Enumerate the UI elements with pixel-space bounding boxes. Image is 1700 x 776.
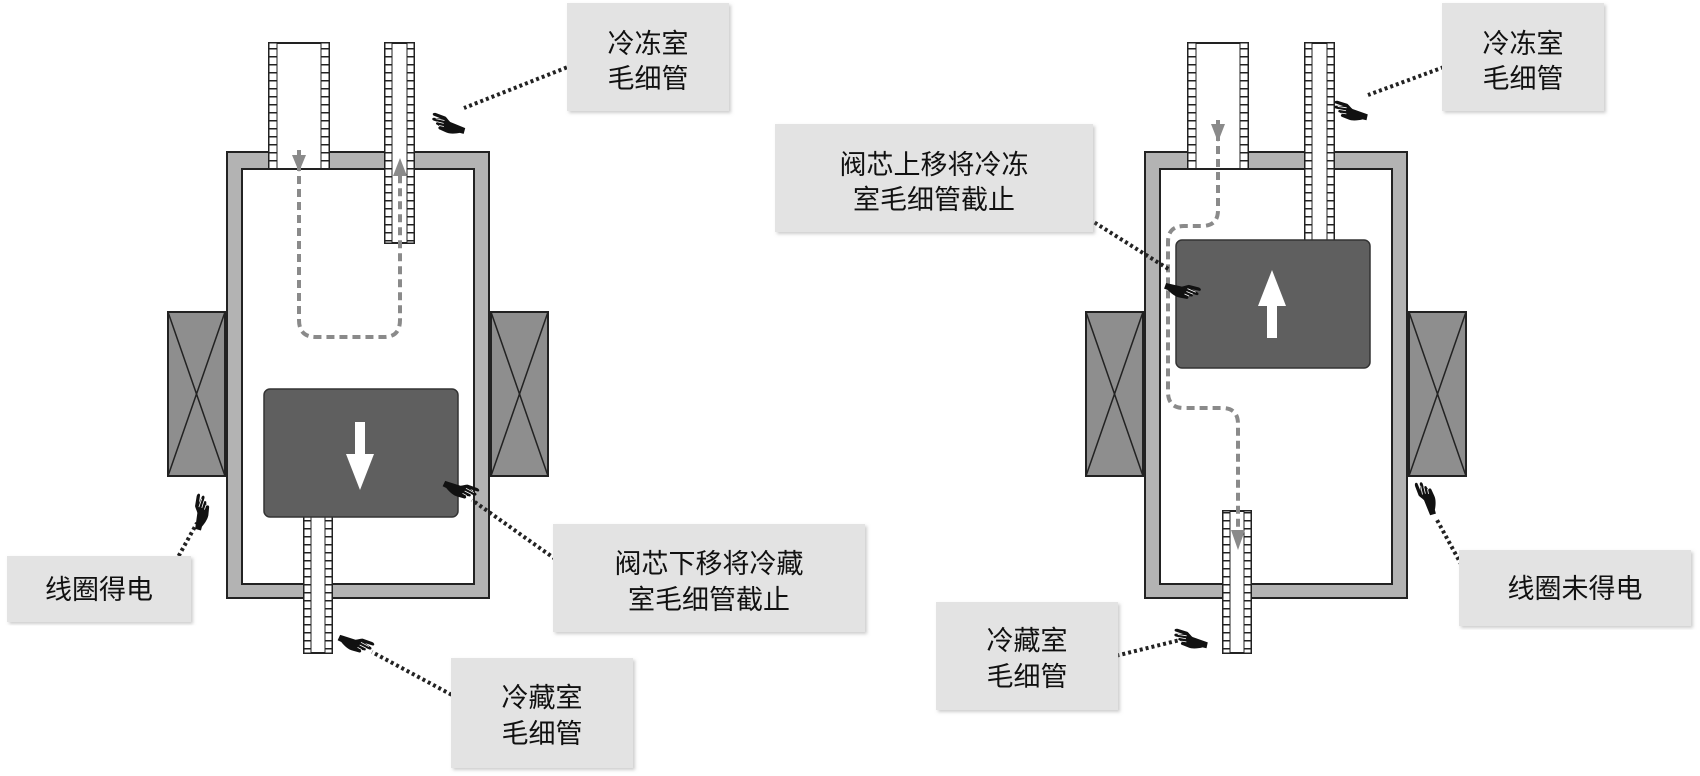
coil-cross-icon (490, 311, 549, 477)
label-line-2: 室毛细管截止 (628, 585, 790, 616)
label-line-1: 线圈未得电 (1508, 574, 1643, 605)
arrow-up-icon (1258, 270, 1286, 338)
valve-chamber (241, 168, 475, 585)
label-fridge-capillary: 冷藏室 毛细管 (451, 658, 633, 768)
label-core-action: 阀芯上移将冷冻 室毛细管截止 (775, 124, 1093, 232)
flow-arrow-down (292, 155, 306, 172)
diagram-de-energized: 冷冻室 毛细管 阀芯上移将冷冻 室毛细管截止 线圈未得电 冷藏室 毛细管 (775, 3, 1691, 710)
label-coil-status: 线圈得电 (7, 556, 191, 622)
coil-cross-icon (1085, 311, 1144, 477)
label-freezer-capillary: 冷冻室 毛细管 (567, 3, 729, 111)
pointing-hand-icon (335, 628, 376, 659)
label-line-2: 室毛细管截止 (853, 185, 1015, 216)
label-line-2: 毛细管 (608, 64, 689, 95)
inlet-tube (268, 42, 330, 170)
label-line-1: 阀芯上移将冷冻 (840, 150, 1029, 181)
flow-arrow-down (1211, 124, 1225, 142)
leader-freezer (428, 57, 584, 138)
coil-cross-icon (167, 311, 226, 477)
label-line-1: 阀芯下移将冷藏 (615, 549, 804, 580)
freezer-capillary-tube (384, 42, 415, 244)
pointing-hand-icon (1413, 478, 1440, 518)
label-freezer-capillary: 冷冻室 毛细管 (1442, 3, 1604, 111)
coil-left (1085, 311, 1144, 477)
label-line-2: 毛细管 (502, 719, 583, 750)
leader-freezer (1331, 57, 1461, 124)
flow-path (1166, 120, 1240, 540)
label-coil-status: 线圈未得电 (1459, 550, 1691, 626)
freezer-capillary-tube (1304, 42, 1335, 244)
label-line-2: 毛细管 (1483, 64, 1564, 95)
fridge-capillary-tube (303, 514, 333, 654)
pointing-hand-icon (428, 111, 468, 138)
label-line-1: 冷冻室 (608, 29, 689, 60)
label-line-1: 线圈得电 (45, 575, 153, 606)
arrow-down-icon (346, 422, 374, 490)
valve-chamber (1159, 168, 1393, 585)
pointing-hand-icon (187, 492, 214, 532)
coil-left (167, 311, 226, 477)
coil-right (490, 311, 549, 477)
label-core-action: 阀芯下移将冷藏 室毛细管截止 (553, 524, 865, 632)
flow-arrow-down (1231, 530, 1245, 550)
coil-right (1408, 311, 1467, 477)
label-line-1: 冷冻室 (1483, 29, 1564, 60)
flow-arrow-up (393, 158, 407, 176)
pointing-hand-icon (1331, 99, 1370, 124)
flow-path (297, 150, 402, 339)
label-line-1: 冷藏室 (987, 626, 1068, 657)
label-fridge-capillary: 冷藏室 毛细管 (936, 602, 1118, 710)
diagram-energized: 冷冻室 毛细管 线圈得电 阀芯下移将冷藏 室毛细管截止 冷藏室 毛细管 (7, 3, 865, 768)
label-line-2: 毛细管 (987, 662, 1068, 693)
label-line-1: 冷藏室 (502, 683, 583, 714)
coil-cross-icon (1408, 311, 1467, 477)
